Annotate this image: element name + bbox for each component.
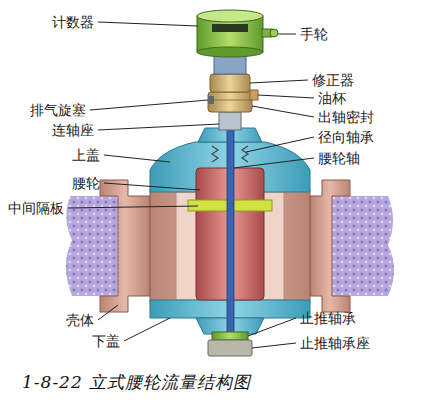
part-label: 止推轴承座 (300, 335, 370, 351)
part-label: 连轴座 (52, 122, 94, 138)
part-label: 手轮 (300, 26, 328, 42)
part-label: 修正器 (312, 72, 354, 88)
part-label: 止推轴承 (300, 310, 356, 326)
figure-caption: 1-8-22 立式腰轮流量结构图 (22, 372, 251, 392)
part-label: 径向轴承 (318, 129, 374, 145)
part-label: 壳体 (66, 312, 94, 328)
part-label: 腰轮 (72, 175, 100, 191)
part-label: 油杯 (318, 90, 346, 106)
part-label: 上盖 (72, 147, 100, 163)
part-label: 计数器 (52, 14, 94, 30)
part-label: 排气旋塞 (30, 102, 86, 118)
part-label: 中间隔板 (8, 200, 64, 216)
part-label: 腰轮轴 (318, 150, 360, 166)
part-label: 下盖 (92, 333, 120, 349)
part-label: 出轴密封 (318, 109, 374, 125)
